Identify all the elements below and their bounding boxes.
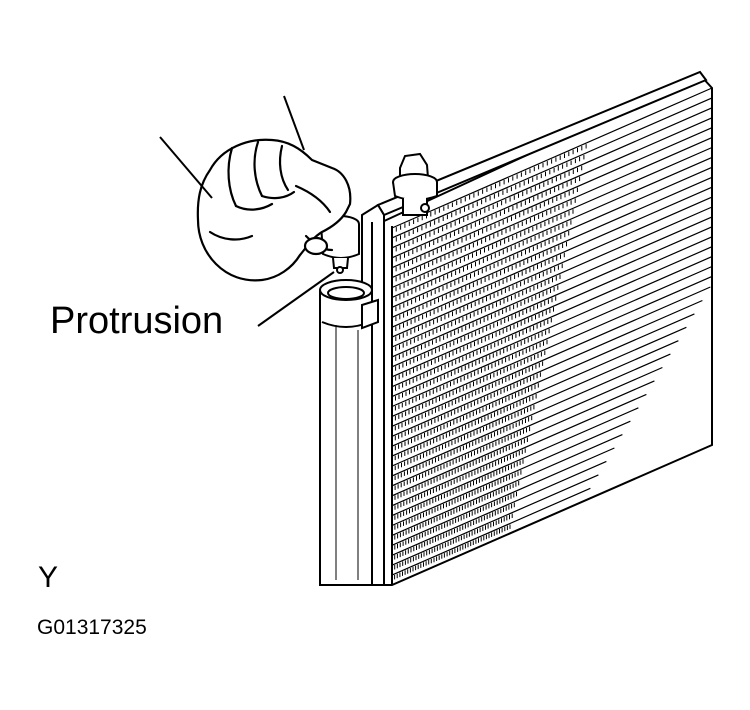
mounting-stud	[392, 152, 438, 216]
fin-row-line	[391, 460, 607, 556]
fin-row-line	[391, 447, 615, 546]
fin-row-line	[391, 87, 713, 229]
fin-row-line	[391, 137, 713, 279]
fin-row-line	[391, 420, 631, 527]
fin-row-line	[391, 299, 703, 437]
fin-row-line	[391, 326, 687, 457]
fin-row-line	[391, 127, 713, 269]
fin-row-line	[391, 186, 713, 328]
fin-row-line	[391, 487, 591, 576]
condenser-fin-texture	[391, 144, 587, 581]
fin-row-line	[391, 434, 623, 536]
fin-row-line	[391, 196, 713, 338]
fin-row-line	[391, 97, 713, 239]
protrusion-leader-line	[257, 271, 335, 327]
fin-row-line	[391, 265, 713, 408]
fin-row-line	[391, 166, 713, 308]
tank-bracket	[361, 298, 379, 330]
protrusion-callout-label: Protrusion	[50, 300, 224, 342]
fin-row-line	[391, 407, 639, 517]
fin-row-line	[391, 393, 647, 507]
fin-row-line	[391, 246, 713, 388]
condenser-fin-rows	[391, 87, 713, 586]
fin-row-line	[391, 474, 599, 566]
fin-row-line	[391, 236, 713, 378]
fin-row-line	[391, 206, 713, 348]
fin-row-line	[391, 286, 711, 427]
fin-row-line	[391, 176, 713, 318]
fin-row-line	[391, 380, 655, 497]
forearm-lines	[159, 95, 305, 199]
view-letter-label: Y	[38, 561, 59, 594]
figure-code-label: G01317325	[37, 616, 147, 639]
fin-row-line	[391, 313, 695, 447]
fin-row-line	[391, 275, 713, 417]
receiver-tank	[319, 279, 373, 586]
fin-row-line	[391, 226, 713, 368]
fin-row-line	[391, 156, 713, 298]
hand-illustration	[196, 138, 352, 282]
fin-row-line	[391, 256, 713, 398]
fin-row-line	[391, 117, 713, 259]
fin-row-line	[391, 501, 583, 586]
fin-row-line	[391, 216, 713, 358]
fin-row-line	[391, 353, 671, 477]
fin-row-line	[391, 340, 679, 467]
fin-row-line	[391, 107, 713, 249]
fin-row-line	[391, 146, 713, 289]
fin-row-line	[391, 366, 663, 487]
